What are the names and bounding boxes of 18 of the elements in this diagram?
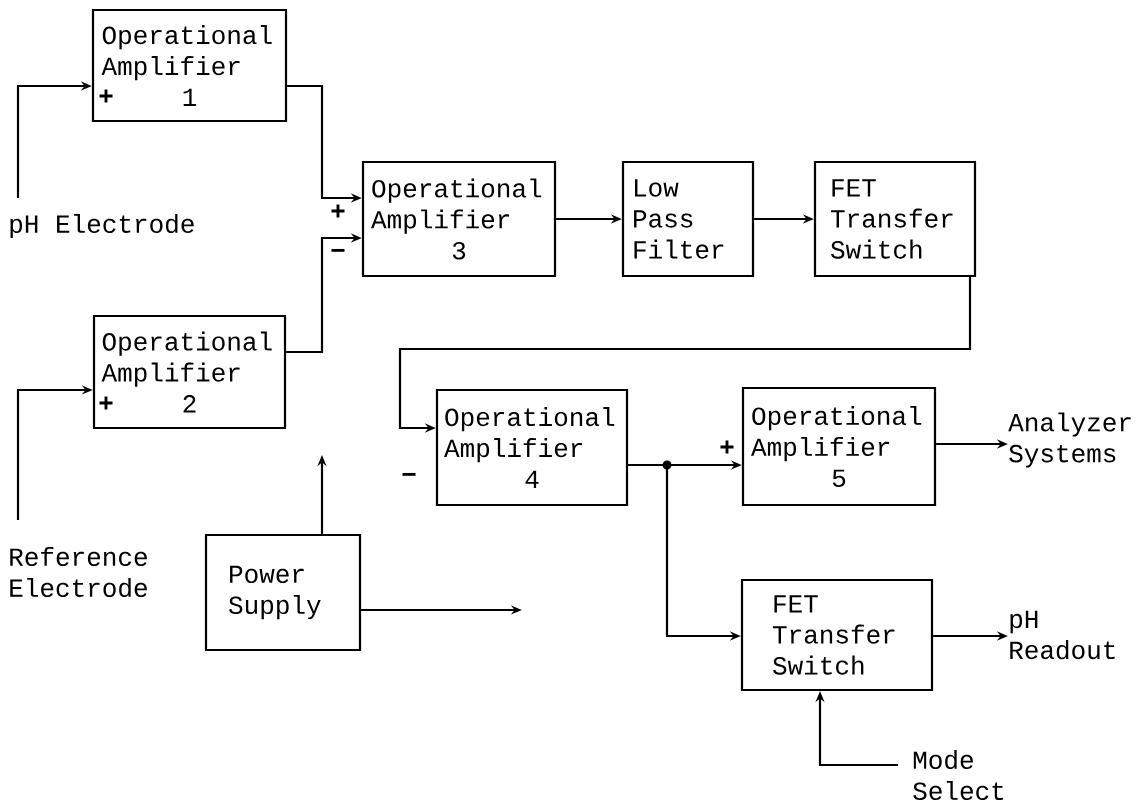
polarity-sign: + — [720, 440, 734, 454]
signal-label: Reference Electrode — [10, 546, 147, 598]
polarity-sign: + — [99, 89, 113, 103]
signal-label: Mode Select — [913, 749, 1004, 801]
block-box: Operational Amplifier 5 — [741, 386, 937, 507]
block-box: FET Transfer Switch — [740, 578, 934, 692]
block-box: Operational Amplifier 3 — [361, 160, 557, 278]
block-box: Low Pass Filter — [621, 160, 755, 278]
polarity-sign: − — [331, 248, 345, 252]
signal-label: Analyzer Systems — [1008, 412, 1131, 468]
block-box: FET Transfer Switch — [813, 160, 977, 278]
polarity-sign: + — [99, 396, 113, 410]
polarity-sign: − — [402, 472, 416, 476]
signal-label: pH Readout — [1010, 610, 1115, 660]
block-box: Power Supply — [204, 533, 362, 652]
polarity-sign: + — [331, 204, 345, 218]
block-box: Operational Amplifier 4 — [435, 388, 629, 507]
signal-label: pH Electrode — [10, 213, 194, 239]
